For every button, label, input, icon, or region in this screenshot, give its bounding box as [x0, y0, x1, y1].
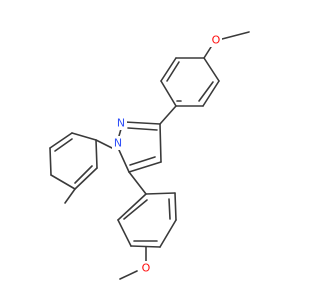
- bond: [64, 188, 76, 204]
- label-background: [112, 136, 124, 150]
- bond: [128, 161, 162, 173]
- bond: [117, 193, 147, 221]
- bond: [203, 57, 220, 82]
- bond: [74, 165, 93, 184]
- bond: [54, 138, 73, 152]
- bond: [50, 174, 76, 190]
- bond: [159, 105, 177, 125]
- bond: [71, 132, 97, 141]
- bond: [127, 127, 158, 131]
- atom-labels: O N N O: [112, 33, 222, 275]
- structure-canvas: O N N O: [49, 31, 250, 280]
- nitrogen-atom-2: N: [117, 117, 125, 130]
- bond: [160, 80, 177, 107]
- oxygen-bottom-label: O: [140, 261, 152, 275]
- label-background: [140, 261, 152, 275]
- bond: [168, 198, 171, 220]
- bonds: [49, 31, 250, 280]
- nitrogen-1-label: N: [112, 136, 124, 150]
- bond: [124, 121, 161, 125]
- bond: [49, 132, 73, 149]
- bond: [117, 219, 132, 247]
- bond: [128, 171, 147, 195]
- label-background: [210, 33, 222, 47]
- bond: [118, 149, 130, 173]
- oxygen-top-label: O: [210, 33, 222, 47]
- bond: [202, 80, 220, 107]
- bond: [123, 199, 148, 220]
- bond: [174, 192, 177, 221]
- bond: [129, 156, 156, 166]
- bond: [119, 270, 138, 280]
- molecule-structure: O N N O: [49, 31, 250, 280]
- bond: [198, 81, 214, 102]
- bond: [118, 128, 122, 137]
- bond: [160, 57, 177, 82]
- oxygen-atom-top: O: [212, 34, 221, 47]
- bond: [95, 139, 113, 149]
- bond: [159, 219, 177, 248]
- nitrogen-2-label: N: [115, 116, 127, 130]
- bond: [221, 31, 250, 40]
- label-background: [115, 116, 127, 130]
- bond: [95, 139, 98, 169]
- nitrogen-atom-1: N: [114, 137, 122, 150]
- bond: [203, 46, 212, 59]
- bond: [49, 147, 52, 176]
- oxygen-atom-bottom: O: [142, 262, 151, 275]
- bond: [74, 167, 98, 190]
- bond: [166, 61, 180, 82]
- bond: [159, 123, 162, 163]
- bond: [145, 192, 176, 195]
